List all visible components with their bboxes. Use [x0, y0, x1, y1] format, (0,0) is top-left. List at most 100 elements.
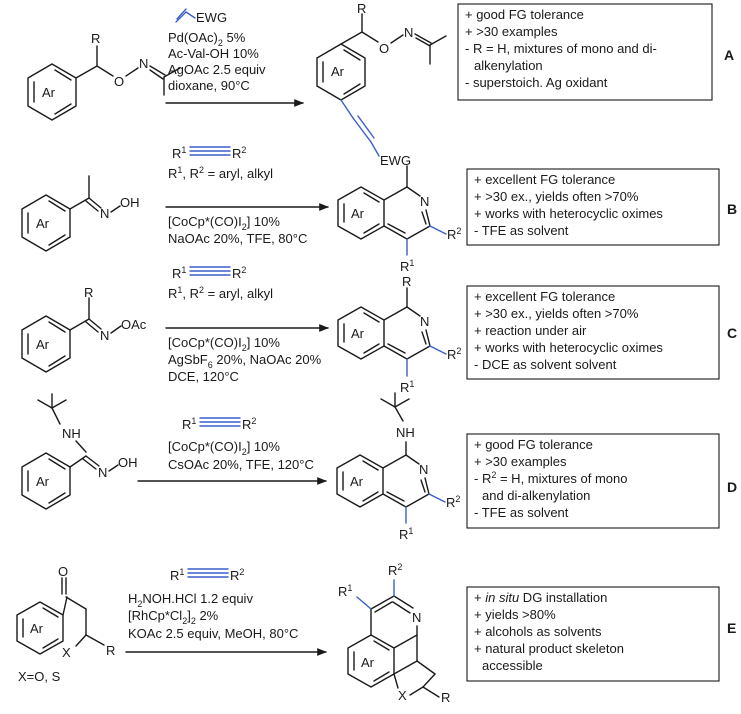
note-c-4: + works with heterocyclic oximes	[474, 340, 663, 355]
ewg-product: EWG	[380, 153, 411, 168]
note-b-4: - TFE as solvent	[474, 223, 569, 238]
ar-label: Ar	[36, 216, 50, 231]
row-d: NH Ar N OH R1 R2 [CoCp*(CO)I2] 10% CsOAc…	[21, 392, 737, 542]
note-e-2: + yields >80%	[474, 607, 556, 622]
ar-label: Ar	[351, 206, 365, 221]
note-a-1: + good FG tolerance	[465, 7, 584, 22]
r-label: R	[84, 285, 93, 300]
n-label: N	[100, 328, 109, 343]
cond-c-1: [CoCp*(CO)I2] 10%	[168, 335, 280, 353]
row-a: Ar R O N EWG Pd(OAc)2 5% Ac-Val-OH 10% A…	[27, 1, 734, 168]
ewg-reagent: EWG	[196, 10, 227, 25]
cond-a-4: dioxane, 90°C	[168, 78, 250, 93]
ar-label: Ar	[361, 655, 375, 670]
note-d-4: and di-alkenylation	[482, 488, 590, 503]
oh-label: OH	[120, 195, 140, 210]
n-label: N	[419, 462, 428, 477]
cond-c-3: DCE, 120°C	[168, 369, 239, 384]
alkyne-b-r2: R2	[232, 145, 246, 161]
product-d: NH Ar N R2 R1	[336, 392, 460, 542]
o-label: O	[58, 564, 68, 579]
prod-d-r1: R1	[399, 526, 413, 542]
cond-a-2: Ac-Val-OH 10%	[168, 46, 259, 61]
alkyne-d: R1	[182, 416, 196, 432]
n-label: N	[404, 25, 413, 40]
tag-e: E	[727, 620, 736, 636]
prod-d-r2: R2	[446, 494, 460, 510]
tag-c: C	[727, 325, 737, 341]
product-c: Ar R N R2 R1	[337, 274, 461, 395]
cond-e-1: H2NOH.HCl 1.2 equiv	[128, 591, 253, 609]
tag-d: D	[727, 479, 737, 495]
note-b-1: + excellent FG tolerance	[474, 172, 615, 187]
product-a: Ar R O N EWG	[316, 1, 447, 168]
r-label: R	[402, 274, 411, 289]
cond-d-2: CsOAc 20%, TFE, 120°C	[168, 457, 314, 472]
cond-a-3: AgOAc 2.5 equiv	[168, 62, 266, 77]
note-c-2: + >30 ex., yields often >70%	[474, 306, 639, 321]
note-a-2: + >30 examples	[465, 24, 558, 39]
scope-c: R1, R2 = aryl, alkyl	[168, 285, 273, 301]
sm-a: Ar R O N	[27, 31, 181, 121]
ar-label: Ar	[42, 85, 56, 100]
row-c: Ar R N OAc R1 R2 R1, R2 = aryl, alkyl [C…	[21, 265, 737, 395]
r-label: R	[106, 643, 115, 658]
note-a-4: alkenylation	[474, 58, 543, 73]
prod-b-r2: R2	[447, 226, 461, 242]
r-label: R	[357, 1, 366, 16]
alkyne-c: R1	[172, 265, 186, 281]
prod-c-r2: R2	[447, 346, 461, 362]
sm-c: Ar R N OAc	[21, 285, 147, 373]
alkyne-e: R1	[170, 567, 184, 583]
notes-box-a	[457, 3, 713, 101]
cond-c-2: AgSbF6 20%, NaOAc 20%	[168, 352, 322, 370]
notes-box-b	[466, 168, 720, 246]
ar-label: Ar	[36, 474, 50, 489]
cond-b-1: [CoCp*(CO)I2] 10%	[168, 214, 280, 232]
alkyne-d-r2: R2	[242, 416, 256, 432]
note-b-3: + works with heterocyclic oximes	[474, 206, 663, 221]
alkyne-b: R1	[172, 145, 186, 161]
tag-b: B	[727, 201, 737, 217]
row-e: Ar O X R X=O, S R1 R2 H2NOH.HCl 1.2 equi…	[16, 562, 736, 705]
note-c-1: + excellent FG tolerance	[474, 289, 615, 304]
ar-label: Ar	[30, 621, 44, 636]
cond-e-2: [RhCp*Cl2]2 2%	[128, 608, 219, 626]
xos-label: X=O, S	[18, 669, 61, 684]
ar-label: Ar	[36, 337, 50, 352]
oac-label: OAc	[121, 317, 147, 332]
note-d-1: + good FG tolerance	[474, 437, 593, 452]
sm-e: Ar O X R X=O, S	[16, 564, 115, 684]
note-e-4: + natural product skeleton	[474, 641, 624, 656]
ar-label: Ar	[351, 326, 365, 341]
note-a-5: - superstoich. Ag oxidant	[465, 75, 608, 90]
scope-b: R1, R2 = aryl, alkyl	[168, 165, 273, 181]
note-e-3: + alcohols as solvents	[474, 624, 602, 639]
oh-label: OH	[118, 455, 138, 470]
n-label: N	[420, 314, 429, 329]
note-e-1: + in situ DG installation	[474, 590, 607, 605]
ar-label: Ar	[350, 474, 364, 489]
row-b: Ar N OH R1 R2 R1, R2 = aryl, alkyl [CoCp…	[21, 145, 737, 274]
note-d-3: - R2 = H, mixtures of mono	[474, 470, 628, 486]
sm-d: NH Ar N OH	[21, 393, 138, 510]
notes-box-d	[466, 433, 720, 529]
sm-b: Ar N OH	[21, 175, 140, 252]
r-label: R	[91, 31, 100, 46]
note-a-3: - R = H, mixtures of mono and di-	[465, 41, 657, 56]
cond-b-2: NaOAc 20%, TFE, 80°C	[168, 231, 307, 246]
x-label: X	[62, 645, 71, 660]
n-label: N	[98, 465, 107, 480]
prod-e-r2: R2	[388, 562, 402, 578]
x-label: X	[398, 688, 407, 703]
o-label: O	[114, 74, 124, 89]
n-label: N	[100, 206, 109, 221]
cond-d-1: [CoCp*(CO)I2] 10%	[168, 439, 280, 457]
notes-box-c	[466, 285, 720, 380]
product-b: Ar N R2 R1	[337, 165, 461, 274]
alkyne-c-r2: R2	[232, 265, 246, 281]
prod-b-r1: R1	[400, 258, 414, 274]
o-label: O	[379, 41, 389, 56]
